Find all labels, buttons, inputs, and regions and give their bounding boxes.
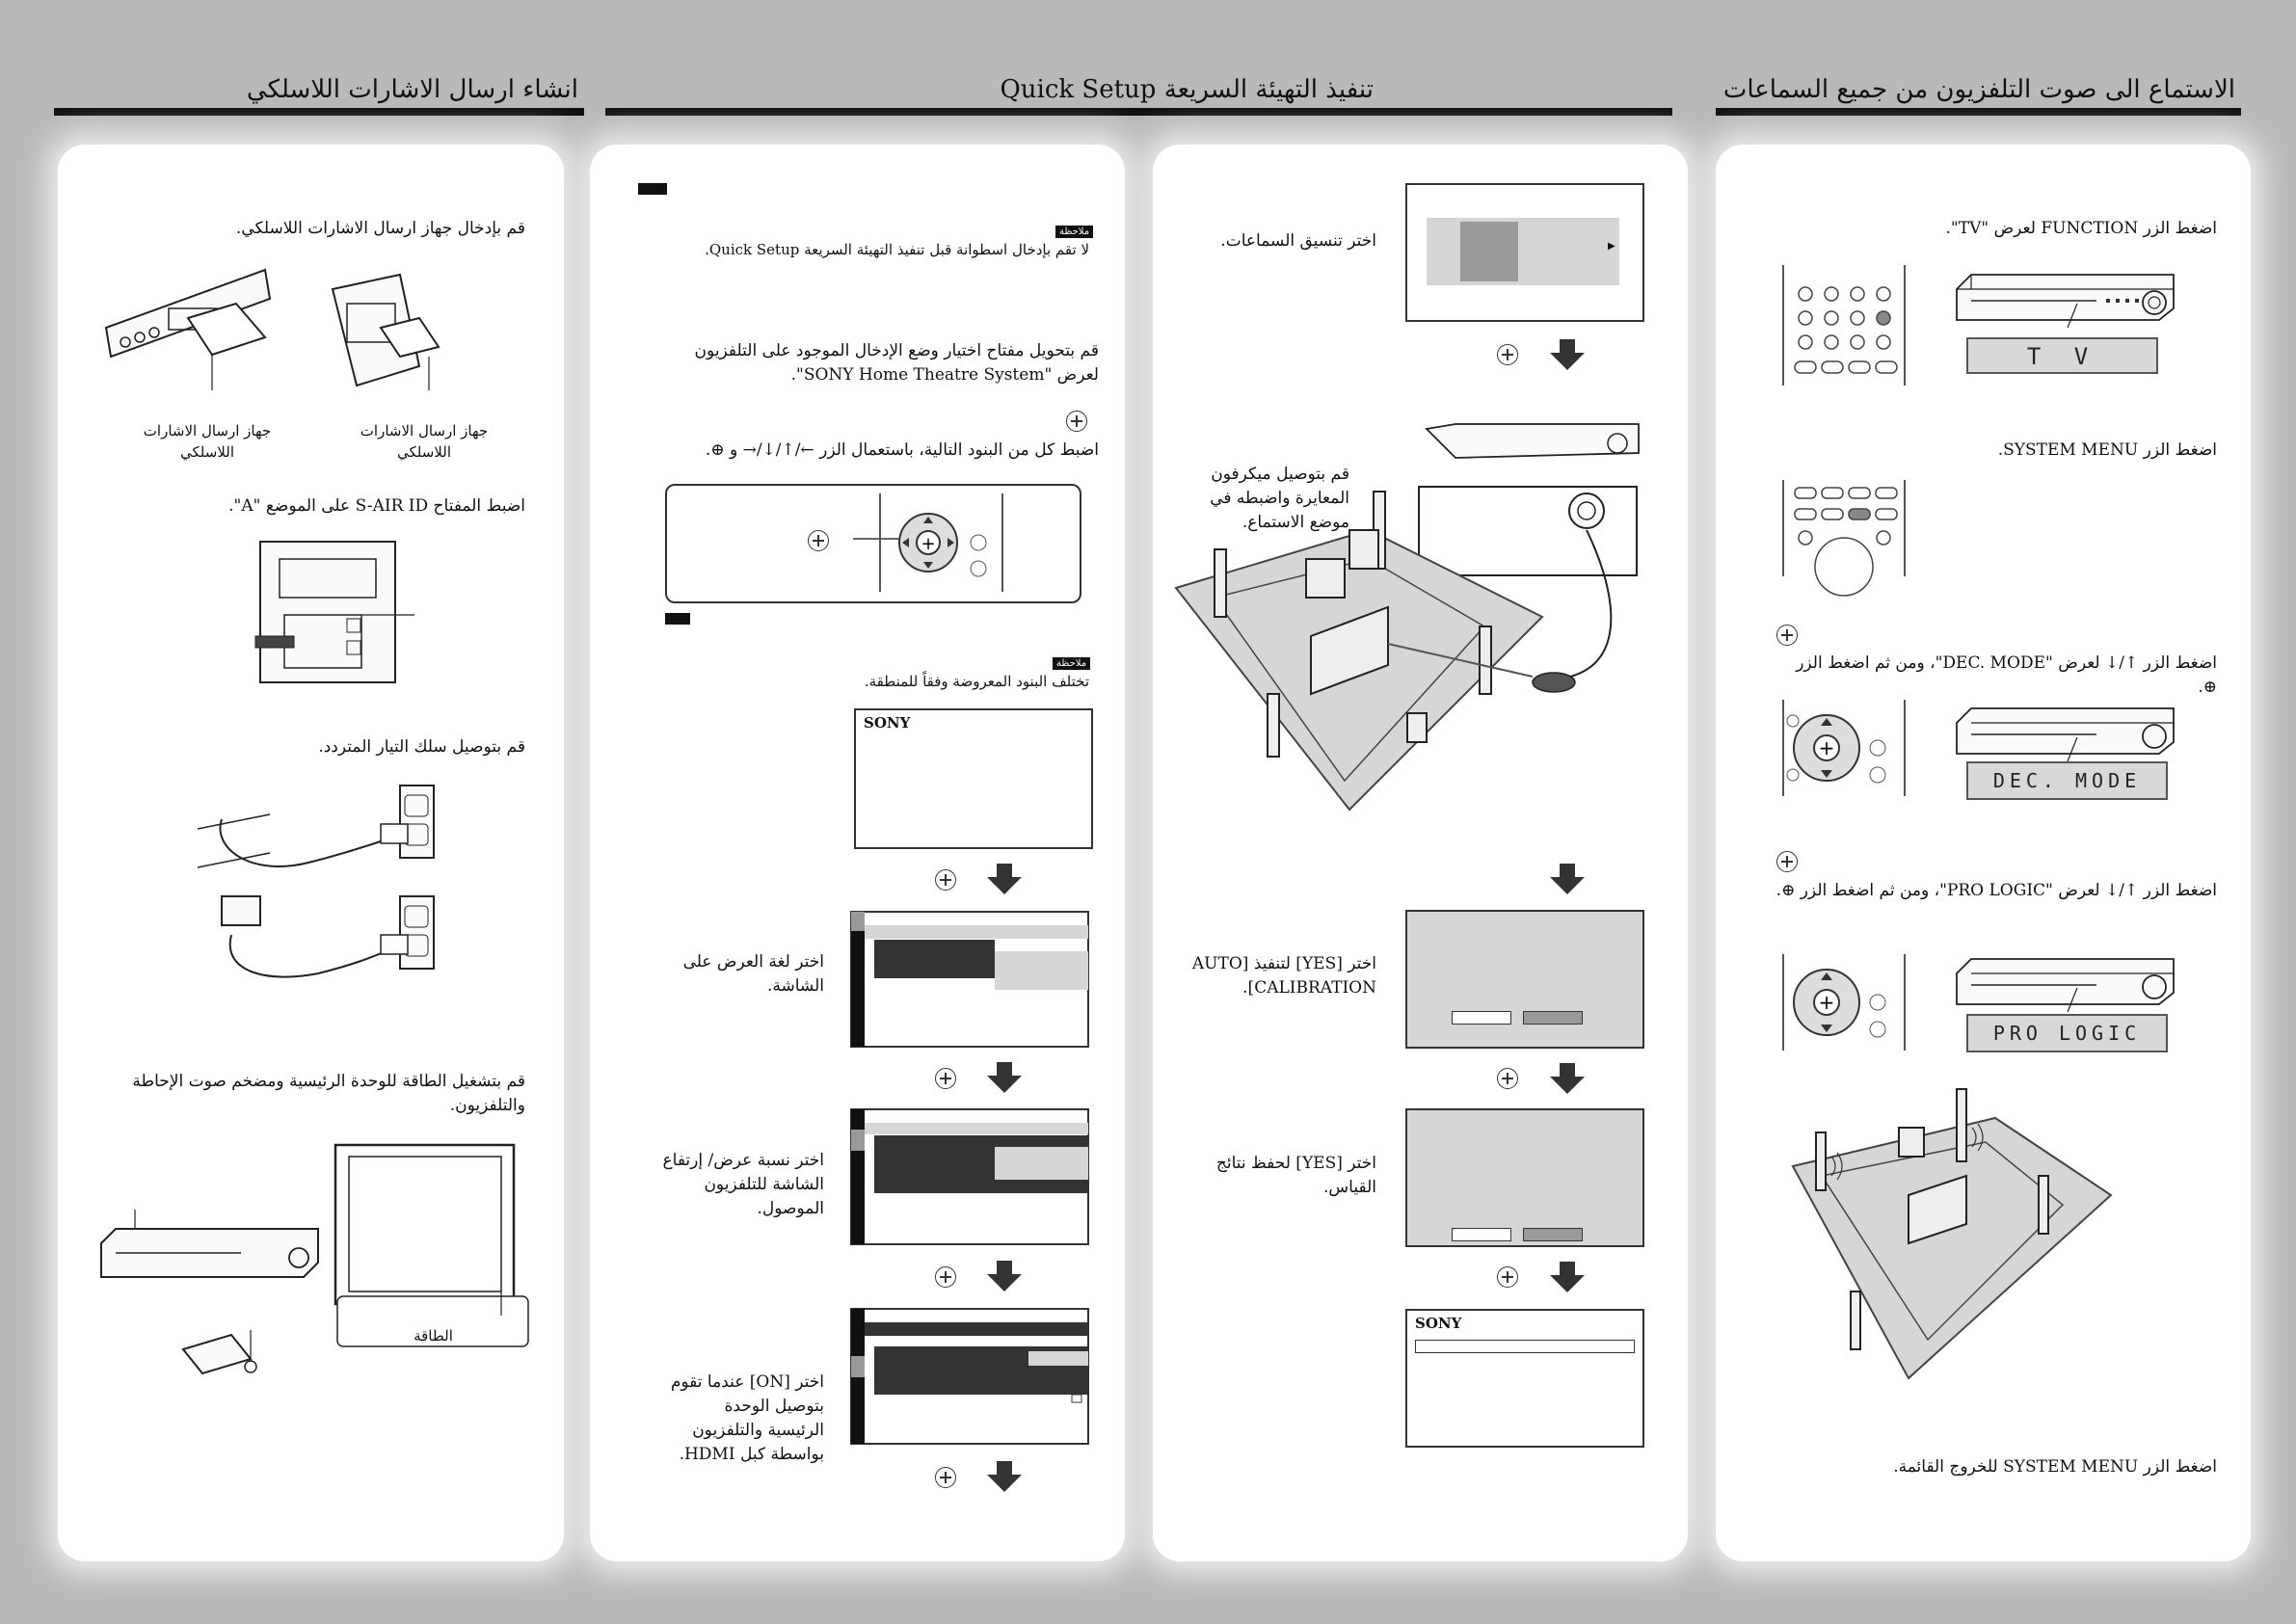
enter-circle-icon [1066, 411, 1087, 432]
calib-connect-mic: قم بتوصيل ميكرفون المعايرة واضبطه في موض… [1210, 465, 1349, 532]
label-power: الطاقة [414, 1327, 453, 1344]
enter-circle-icon [935, 1068, 956, 1089]
calibration-room-illustration [1174, 423, 1640, 812]
down-arrow-icon [987, 1461, 1022, 1492]
save-results-screen [1405, 1108, 1644, 1247]
label-transceiver-b: جهاز ارسال الاشارات اللاسلكي [143, 422, 272, 461]
setup-switch-input: قم بتحويل مفتاح اختيار وضع الإدخال الموج… [694, 341, 1099, 385]
osd-language-screen [850, 911, 1089, 1048]
menu-bar [1415, 1340, 1635, 1353]
setup-note1: لا تقم بإدخال اسطوانة قبل تنفيذ التهيئة … [705, 241, 1089, 258]
speaker-layout-screen: ▶ [1405, 183, 1644, 322]
calib-save: اختر [YES] لحفظ نتائج القياس. [1215, 1154, 1376, 1197]
sony-home-screen: SONY [1405, 1309, 1644, 1448]
sony-logo: SONY [1415, 1315, 1462, 1332]
lcd-display-dec-mode: DEC. MODE [1966, 761, 2168, 800]
enter-circle-icon [935, 869, 956, 891]
header-quick-setup-title: تنفيذ التهيئة السريعة Quick Setup [1000, 75, 1374, 104]
setup-set-items: اضبط كل من البنود التالية، باستعمال الزر… [705, 440, 1099, 460]
remote-arrows-illustration: + [1782, 700, 1906, 796]
setup-note2: تختلف البنود المعروضة وفقاً للمنطقة. [864, 673, 1089, 690]
yes-option[interactable] [1452, 1228, 1511, 1241]
panel-listen [1716, 145, 2251, 1561]
sony-start-screen: SONY [854, 708, 1093, 849]
note-badge: ملاحظة [1053, 657, 1091, 670]
section-marker [638, 183, 667, 195]
remote-dpad-illustration: + [853, 493, 1003, 592]
no-option[interactable] [1523, 1228, 1583, 1241]
header-rule [1716, 108, 2241, 116]
wireless-insert: قم بإدخال جهاز ارسال الاشارات اللاسلكي. [235, 219, 525, 238]
layout-panel [1427, 218, 1619, 285]
listen-step4: اضغط الزر ↑/↓ لعرض "PRO LOGIC"، ومن ثم ا… [1775, 881, 2217, 900]
enter-circle-icon [1497, 1068, 1518, 1089]
enter-circle-icon [1497, 1266, 1518, 1288]
section-marker [665, 613, 690, 625]
aspect-ratio-screen [850, 1108, 1089, 1245]
header-wireless-title: انشاء ارسال الاشارات اللاسلكي [246, 75, 578, 104]
auto-calibration-screen [1405, 910, 1644, 1049]
right-triangle-icon: ▶ [1608, 241, 1615, 252]
layout-room-image [1460, 222, 1518, 281]
header-listen-title: الاستماع الى صوت التلفزيون من جميع السما… [1722, 75, 2235, 104]
header-rule [54, 108, 584, 116]
lcd-display-pro-logic: PRO LOGIC [1966, 1014, 2168, 1052]
listen-step1: اضغط الزر FUNCTION لعرض "TV". [1945, 219, 2217, 238]
svg-text:+: + [1819, 991, 1835, 1014]
header-quick-setup: تنفيذ التهيئة السريعة Quick Setup [605, 60, 1672, 116]
remote-control-box [665, 484, 1081, 603]
main-unit-illustration [1956, 274, 2175, 329]
enter-circle-icon [935, 1266, 956, 1288]
remote-menu-illustration [1782, 480, 1906, 597]
calib-speaker-layout: اختر تنسيق السماعات. [1220, 231, 1376, 251]
down-arrow-icon [1550, 1262, 1585, 1292]
remote-illustration [1782, 265, 1906, 386]
lcd-display-tv: T V [1966, 337, 2158, 374]
wireless-ac-cord: قم بتوصيل سلك التيار المتردد. [318, 737, 525, 757]
wireless-sair: اضبط المفتاح S-AIR ID على الموضع "A". [228, 496, 525, 516]
down-arrow-icon [987, 1062, 1022, 1093]
enter-circle-icon [1776, 851, 1798, 872]
yes-option[interactable] [1452, 1011, 1511, 1025]
enter-circle-icon [808, 530, 829, 551]
header-rule [605, 108, 1672, 116]
down-arrow-icon [987, 1261, 1022, 1291]
main-unit-illustration-3 [1956, 958, 2175, 1013]
surround-room-illustration [1791, 1088, 2113, 1380]
remote-arrows-illustration-2: + [1782, 954, 1906, 1051]
transceiver-insert-illustration [104, 268, 441, 390]
wireless-power-on: قم بتشغيل الطاقة للوحدة الرئيسية ومضخم ص… [132, 1072, 525, 1115]
down-arrow-icon [1550, 864, 1585, 894]
header-listen: الاستماع الى صوت التلفزيون من جميع السما… [1716, 60, 2241, 116]
note-badge: ملاحظة [1055, 226, 1094, 238]
enter-circle-icon [1497, 344, 1518, 365]
listen-step3: اضغط الزر ↑/↓ لعرض "DEC. MODE"، ومن ثم ا… [1796, 653, 2217, 697]
down-arrow-icon [987, 864, 1022, 894]
setup-hdmi: اختر [ON] عندما تقوم بتوصيل الوحدة الرئي… [670, 1372, 824, 1464]
setup-osd-language: اختر لغة العرض على الشاشة. [682, 952, 824, 996]
down-arrow-icon [1550, 339, 1585, 370]
label-transceiver-a: جهاز ارسال الاشارات اللاسلكي [360, 422, 489, 461]
no-option[interactable] [1523, 1011, 1583, 1025]
down-arrow-icon [1550, 1063, 1585, 1094]
ac-cord-illustration [197, 785, 435, 978]
enter-circle-icon [1776, 625, 1798, 646]
svg-text:+: + [1819, 736, 1835, 759]
sony-logo: SONY [864, 714, 911, 732]
listen-step5: اضغط الزر SYSTEM MENU للخروج القائمة. [1893, 1457, 2217, 1477]
calib-auto: اختر [YES] لتنفيذ [AUTO CALIBRATION]. [1191, 954, 1376, 998]
svg-text:+: + [921, 534, 935, 554]
power-on-illustration [100, 1143, 529, 1375]
listen-step2: اضغط الزر SYSTEM MENU. [1997, 440, 2217, 460]
main-unit-illustration-2 [1956, 707, 2175, 762]
setup-aspect: اختر نسبة عرض/ إرتفاع الشاشة للتلفزيون ا… [662, 1151, 825, 1218]
header-wireless: انشاء ارسال الاشارات اللاسلكي [54, 60, 584, 116]
enter-circle-icon [935, 1467, 956, 1488]
hdmi-control-screen [850, 1308, 1089, 1445]
sair-switch-illustration [254, 541, 414, 683]
